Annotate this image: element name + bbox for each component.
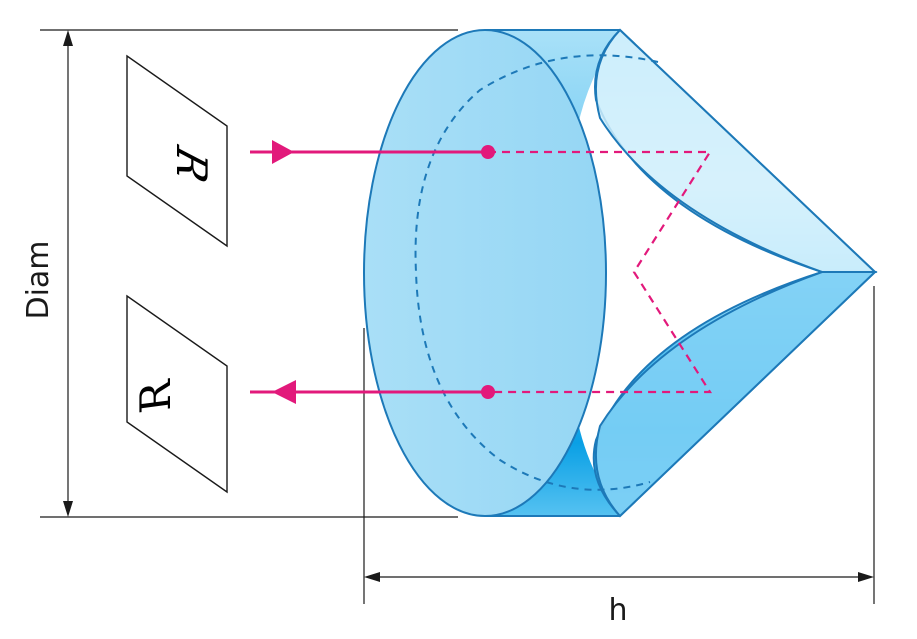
- light-path: [250, 140, 712, 404]
- object-image-card: R: [126, 54, 228, 248]
- object-card-frame: [126, 54, 228, 248]
- height-arrow-left: [364, 572, 380, 582]
- prism-hidden-edge: [414, 54, 659, 491]
- diameter-dimension: Diam: [21, 29, 458, 518]
- diameter-label: Diam: [21, 240, 56, 319]
- internal-reflection-path: [488, 150, 712, 394]
- returned-ray-arrow: [272, 380, 296, 404]
- reflected-image-card: R: [126, 294, 228, 494]
- prism-lower-facet: [594, 271, 878, 518]
- prism-entrance-face: [363, 29, 607, 517]
- corner-cube-prism: [363, 28, 878, 518]
- diameter-arrow-bottom: [63, 501, 73, 517]
- incident-ray-arrow: [272, 140, 294, 164]
- prism-upper-facet: [594, 28, 878, 273]
- diameter-arrow-top: [63, 30, 73, 46]
- height-label: h: [608, 593, 627, 628]
- height-dimension: h: [363, 286, 875, 628]
- height-arrow-right: [858, 572, 874, 582]
- reflected-card-frame: [126, 294, 228, 494]
